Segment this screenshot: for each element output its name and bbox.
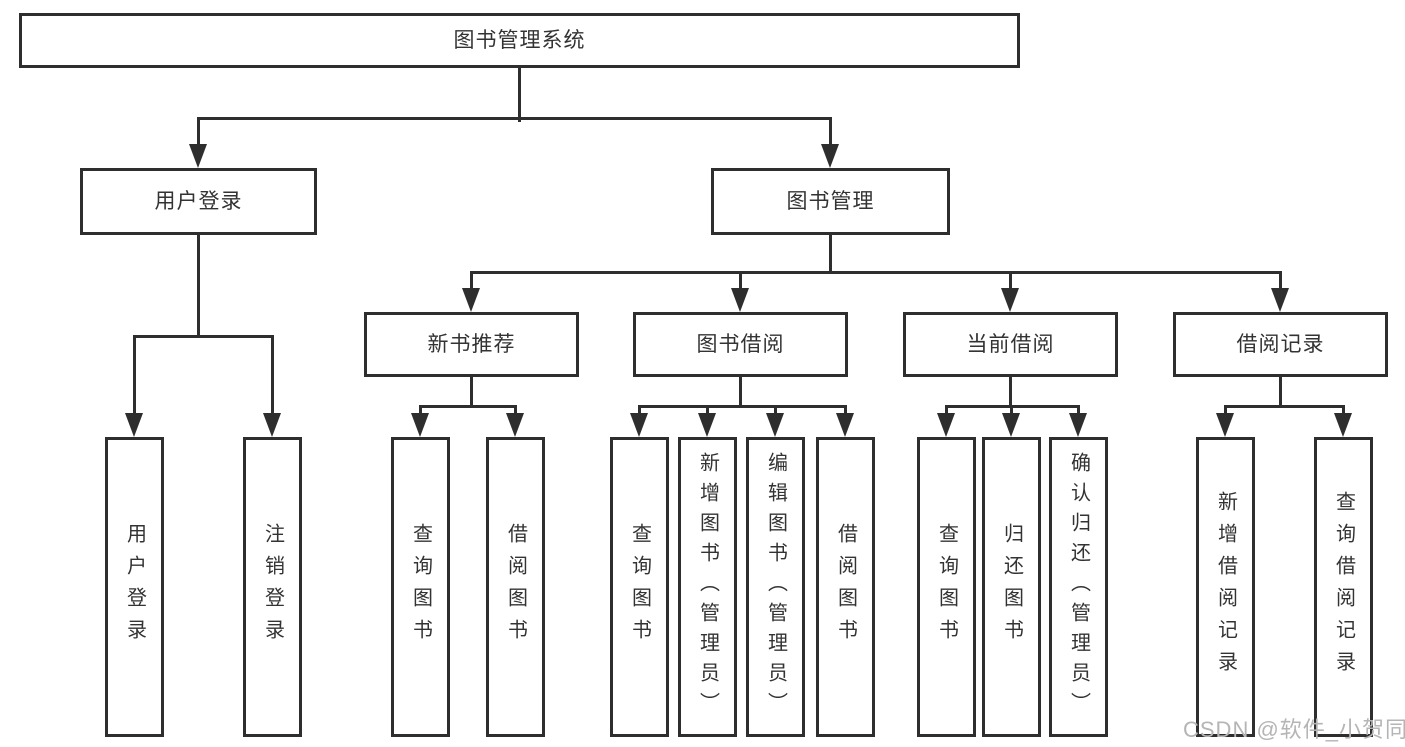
arrow-down-icon xyxy=(1216,413,1234,437)
arrow-down-icon xyxy=(189,144,207,168)
arrow-down-icon xyxy=(263,413,281,437)
node-user-login-branch: 用户登录 xyxy=(80,168,317,235)
connector-line xyxy=(1342,405,1345,416)
leaf-logout: 注销登录 xyxy=(243,437,302,737)
leaf-recommend-query-books: 查询图书 xyxy=(391,437,450,737)
connector-line xyxy=(706,405,709,416)
connector-line xyxy=(1077,405,1080,416)
connector-line xyxy=(638,405,847,408)
connector-line xyxy=(774,405,777,416)
arrow-down-icon xyxy=(937,413,955,437)
connector-line xyxy=(271,335,274,415)
leaf-records-query-record: 查询借阅记录 xyxy=(1314,437,1373,737)
arrow-down-icon xyxy=(836,413,854,437)
connector-line xyxy=(829,117,832,147)
connector-line xyxy=(470,271,1282,274)
connector-line xyxy=(470,271,473,291)
arrow-down-icon xyxy=(506,413,524,437)
arrow-down-icon xyxy=(411,413,429,437)
connector-line xyxy=(470,377,473,408)
connector-line xyxy=(945,405,948,416)
arrow-down-icon xyxy=(1002,413,1020,437)
leaf-current-query-books: 查询图书 xyxy=(917,437,976,737)
connector-line xyxy=(1224,405,1227,416)
node-root-system: 图书管理系统 xyxy=(19,13,1020,68)
connector-line xyxy=(419,405,422,416)
connector-line xyxy=(1279,271,1282,291)
leaf-borrowing-query-books: 查询图书 xyxy=(610,437,669,737)
arrow-down-icon xyxy=(766,413,784,437)
arrow-down-icon xyxy=(698,413,716,437)
leaf-current-return-books: 归还图书 xyxy=(982,437,1041,737)
arrow-down-icon xyxy=(731,288,749,312)
connector-line xyxy=(739,377,742,408)
leaf-current-confirm-return-admin: 确认归还（管理员） xyxy=(1049,437,1108,737)
connector-line xyxy=(197,117,832,120)
node-borrowing-records: 借阅记录 xyxy=(1173,312,1388,377)
connector-line xyxy=(739,271,742,291)
connector-line xyxy=(133,335,274,338)
arrow-down-icon xyxy=(821,144,839,168)
arrow-down-icon xyxy=(1001,288,1019,312)
leaf-borrowing-add-books-admin: 新增图书（管理员） xyxy=(678,437,737,737)
connector-line xyxy=(197,117,200,147)
arrow-down-icon xyxy=(1069,413,1087,437)
node-book-borrowing: 图书借阅 xyxy=(633,312,848,377)
connector-line xyxy=(638,405,641,416)
connector-line xyxy=(514,405,517,416)
connector-line xyxy=(1009,271,1012,291)
arrow-down-icon xyxy=(125,413,143,437)
connector-line xyxy=(1010,405,1013,416)
leaf-records-add-record: 新增借阅记录 xyxy=(1196,437,1255,737)
leaf-borrowing-edit-books-admin: 编辑图书（管理员） xyxy=(746,437,805,737)
leaf-user-login: 用户登录 xyxy=(105,437,164,737)
node-book-management-branch: 图书管理 xyxy=(711,168,950,235)
connector-line xyxy=(133,335,136,415)
connector-line xyxy=(1224,405,1344,408)
node-new-book-recommend: 新书推荐 xyxy=(364,312,579,377)
arrow-down-icon xyxy=(1271,288,1289,312)
connector-line xyxy=(419,405,517,408)
connector-line xyxy=(518,68,521,122)
connector-line xyxy=(1279,377,1282,408)
connector-line xyxy=(197,235,200,338)
arrow-down-icon xyxy=(1334,413,1352,437)
arrow-down-icon xyxy=(462,288,480,312)
connector-line xyxy=(1009,377,1012,408)
watermark: CSDN @软件_小贺同学 xyxy=(1183,717,1405,742)
arrow-down-icon xyxy=(630,413,648,437)
connector-line xyxy=(844,405,847,416)
connector-line xyxy=(829,235,832,274)
leaf-borrowing-borrow-books: 借阅图书 xyxy=(816,437,875,737)
node-current-borrowing: 当前借阅 xyxy=(903,312,1118,377)
leaf-recommend-borrow-books: 借阅图书 xyxy=(486,437,545,737)
